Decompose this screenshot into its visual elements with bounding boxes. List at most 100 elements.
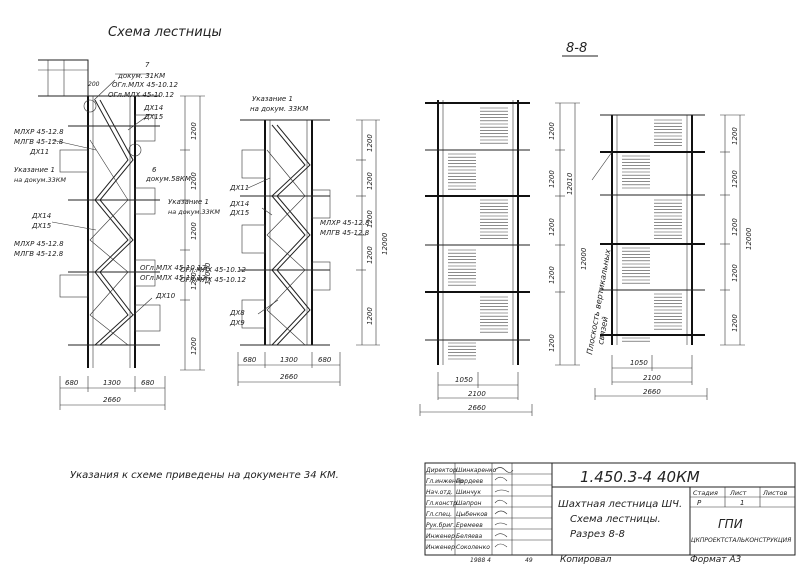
callout: докум.58КМ xyxy=(145,175,191,183)
callout: ОГл.МЛХ 45-10.12 xyxy=(112,81,178,89)
leader xyxy=(93,79,116,101)
leader xyxy=(261,207,273,216)
dim-value: 1200 xyxy=(731,127,739,145)
person-name: Соколенко xyxy=(456,544,490,551)
org-name: ГПИ xyxy=(718,517,743,531)
dim-total: 12000 xyxy=(580,247,588,270)
role: Рук.бриг. xyxy=(426,522,455,529)
callout: на докум.33КМ xyxy=(168,208,220,216)
person-name: Шапрон xyxy=(456,500,481,507)
project-name: Схема лестницы. xyxy=(570,514,661,525)
middle-view: Указание 1 на докум. 33КМ Указание 1 на … xyxy=(168,95,389,386)
scheme-title: Схема лестницы xyxy=(108,25,222,40)
designation: 1.450.3-4 40КМ xyxy=(580,468,700,486)
dim-value: 2100 xyxy=(643,374,661,382)
dim-value: 2660 xyxy=(643,388,661,396)
callout: ДХ15 xyxy=(143,113,164,121)
col-stage: Стадия xyxy=(693,489,718,497)
stair-flight xyxy=(276,124,311,346)
callout: ДХ14 xyxy=(31,212,51,220)
dim-value: 2660 xyxy=(103,396,121,404)
steps-right xyxy=(622,119,682,342)
callout: ОГл.МЛХ 45-10.12 xyxy=(180,266,246,274)
detail-circle xyxy=(83,99,97,113)
person-name: Беляева xyxy=(456,533,482,540)
callout: МЛГВ 45-12.8 xyxy=(14,138,64,146)
dim-value: 1200 xyxy=(548,218,556,236)
dim-value: 680 xyxy=(243,356,257,364)
dim-value: 1200 xyxy=(548,170,556,188)
leader xyxy=(591,151,613,181)
role: Гл.констр. xyxy=(426,500,459,507)
steps-left xyxy=(448,107,508,360)
callout: ДХ14 xyxy=(143,104,163,112)
side-platform xyxy=(134,187,156,215)
year: 1988 4 xyxy=(470,557,491,564)
dim-value: 680 xyxy=(318,356,332,364)
dim-value: 2660 xyxy=(280,373,298,381)
leader xyxy=(127,113,151,131)
person-name: Шинчук xyxy=(456,489,481,496)
callout: на докум.33КМ xyxy=(14,176,66,184)
col-sheets: Листов xyxy=(762,489,787,497)
stair-flight xyxy=(266,149,306,346)
stair-flight xyxy=(89,139,129,346)
dim-value: 1200 xyxy=(366,134,374,152)
dim-value: 2100 xyxy=(468,390,486,398)
callout: ДХ15 xyxy=(31,222,52,230)
callout: Указание 1 xyxy=(14,166,55,174)
side-platform xyxy=(241,224,266,254)
leader xyxy=(247,177,271,189)
project-name: Шахтная лестница ШЧ. xyxy=(558,499,682,510)
dim-inner: 12010 xyxy=(566,172,574,195)
callout: ДХ8 xyxy=(229,309,245,317)
section-title: 8-8 xyxy=(566,41,587,56)
title-block: Директор Гл.инженер Нач.отд. Гл.констр. … xyxy=(424,462,796,565)
signatures xyxy=(494,467,514,548)
dim-value: 1200 xyxy=(548,334,556,352)
callout: 7 xyxy=(145,61,150,69)
callout: ОГл.МЛХ 45-10.12 xyxy=(180,276,246,284)
dim-value: 1200 xyxy=(731,314,739,332)
callout: ОГл.МЛХ 45-10.12 xyxy=(140,264,206,272)
dim-value: 1200 xyxy=(190,272,198,290)
dim-value: 1200 xyxy=(366,172,374,190)
dim-value: 1050 xyxy=(630,359,648,367)
dim-value: 1050 xyxy=(455,376,473,384)
person-name: Еремеев xyxy=(456,522,483,529)
stair-flight xyxy=(99,99,134,346)
leader xyxy=(51,221,97,231)
leader xyxy=(51,139,97,151)
side-platform xyxy=(59,274,89,298)
stair-flight xyxy=(94,99,129,346)
callout: ДХ15 xyxy=(229,209,250,217)
side-platform xyxy=(59,149,89,173)
dim-total: 12000 xyxy=(745,227,753,250)
side-platform xyxy=(241,149,266,179)
dim-value: 1200 xyxy=(548,122,556,140)
dim-value: 1200 xyxy=(731,170,739,188)
person-name: Цыбенков xyxy=(456,511,488,518)
dim-value: 1300 xyxy=(103,379,121,387)
note-text: Указания к схеме приведены на документе … xyxy=(70,470,339,481)
dim-value: 1200 xyxy=(190,172,198,190)
side-platform xyxy=(134,304,161,332)
dim-value: 1200 xyxy=(190,122,198,140)
callout: МЛХР 45-12.8 xyxy=(14,128,64,136)
callout: ДХ9 xyxy=(229,319,245,327)
callout: Указание 1 xyxy=(252,95,293,103)
callout: ДХ11 xyxy=(229,184,249,192)
role: Инженер xyxy=(426,533,455,540)
dim-total: 12000 xyxy=(204,262,212,285)
callout: 200 xyxy=(88,81,100,88)
person-name: Шинкаренко xyxy=(456,467,497,474)
copied-label: Копировал xyxy=(560,555,612,565)
dim-value: 1200 xyxy=(366,210,374,228)
callout: докум. 31КМ xyxy=(117,72,165,80)
section-right: Плоскость вертикальных связей 1200 1200 … xyxy=(585,114,753,400)
left-view: 7 докум. 31КМ ОГл.МЛХ 45-10.12 ОГл.МЛХ 4… xyxy=(14,59,212,410)
callout: 6 xyxy=(152,166,157,174)
side-platform xyxy=(241,299,266,329)
